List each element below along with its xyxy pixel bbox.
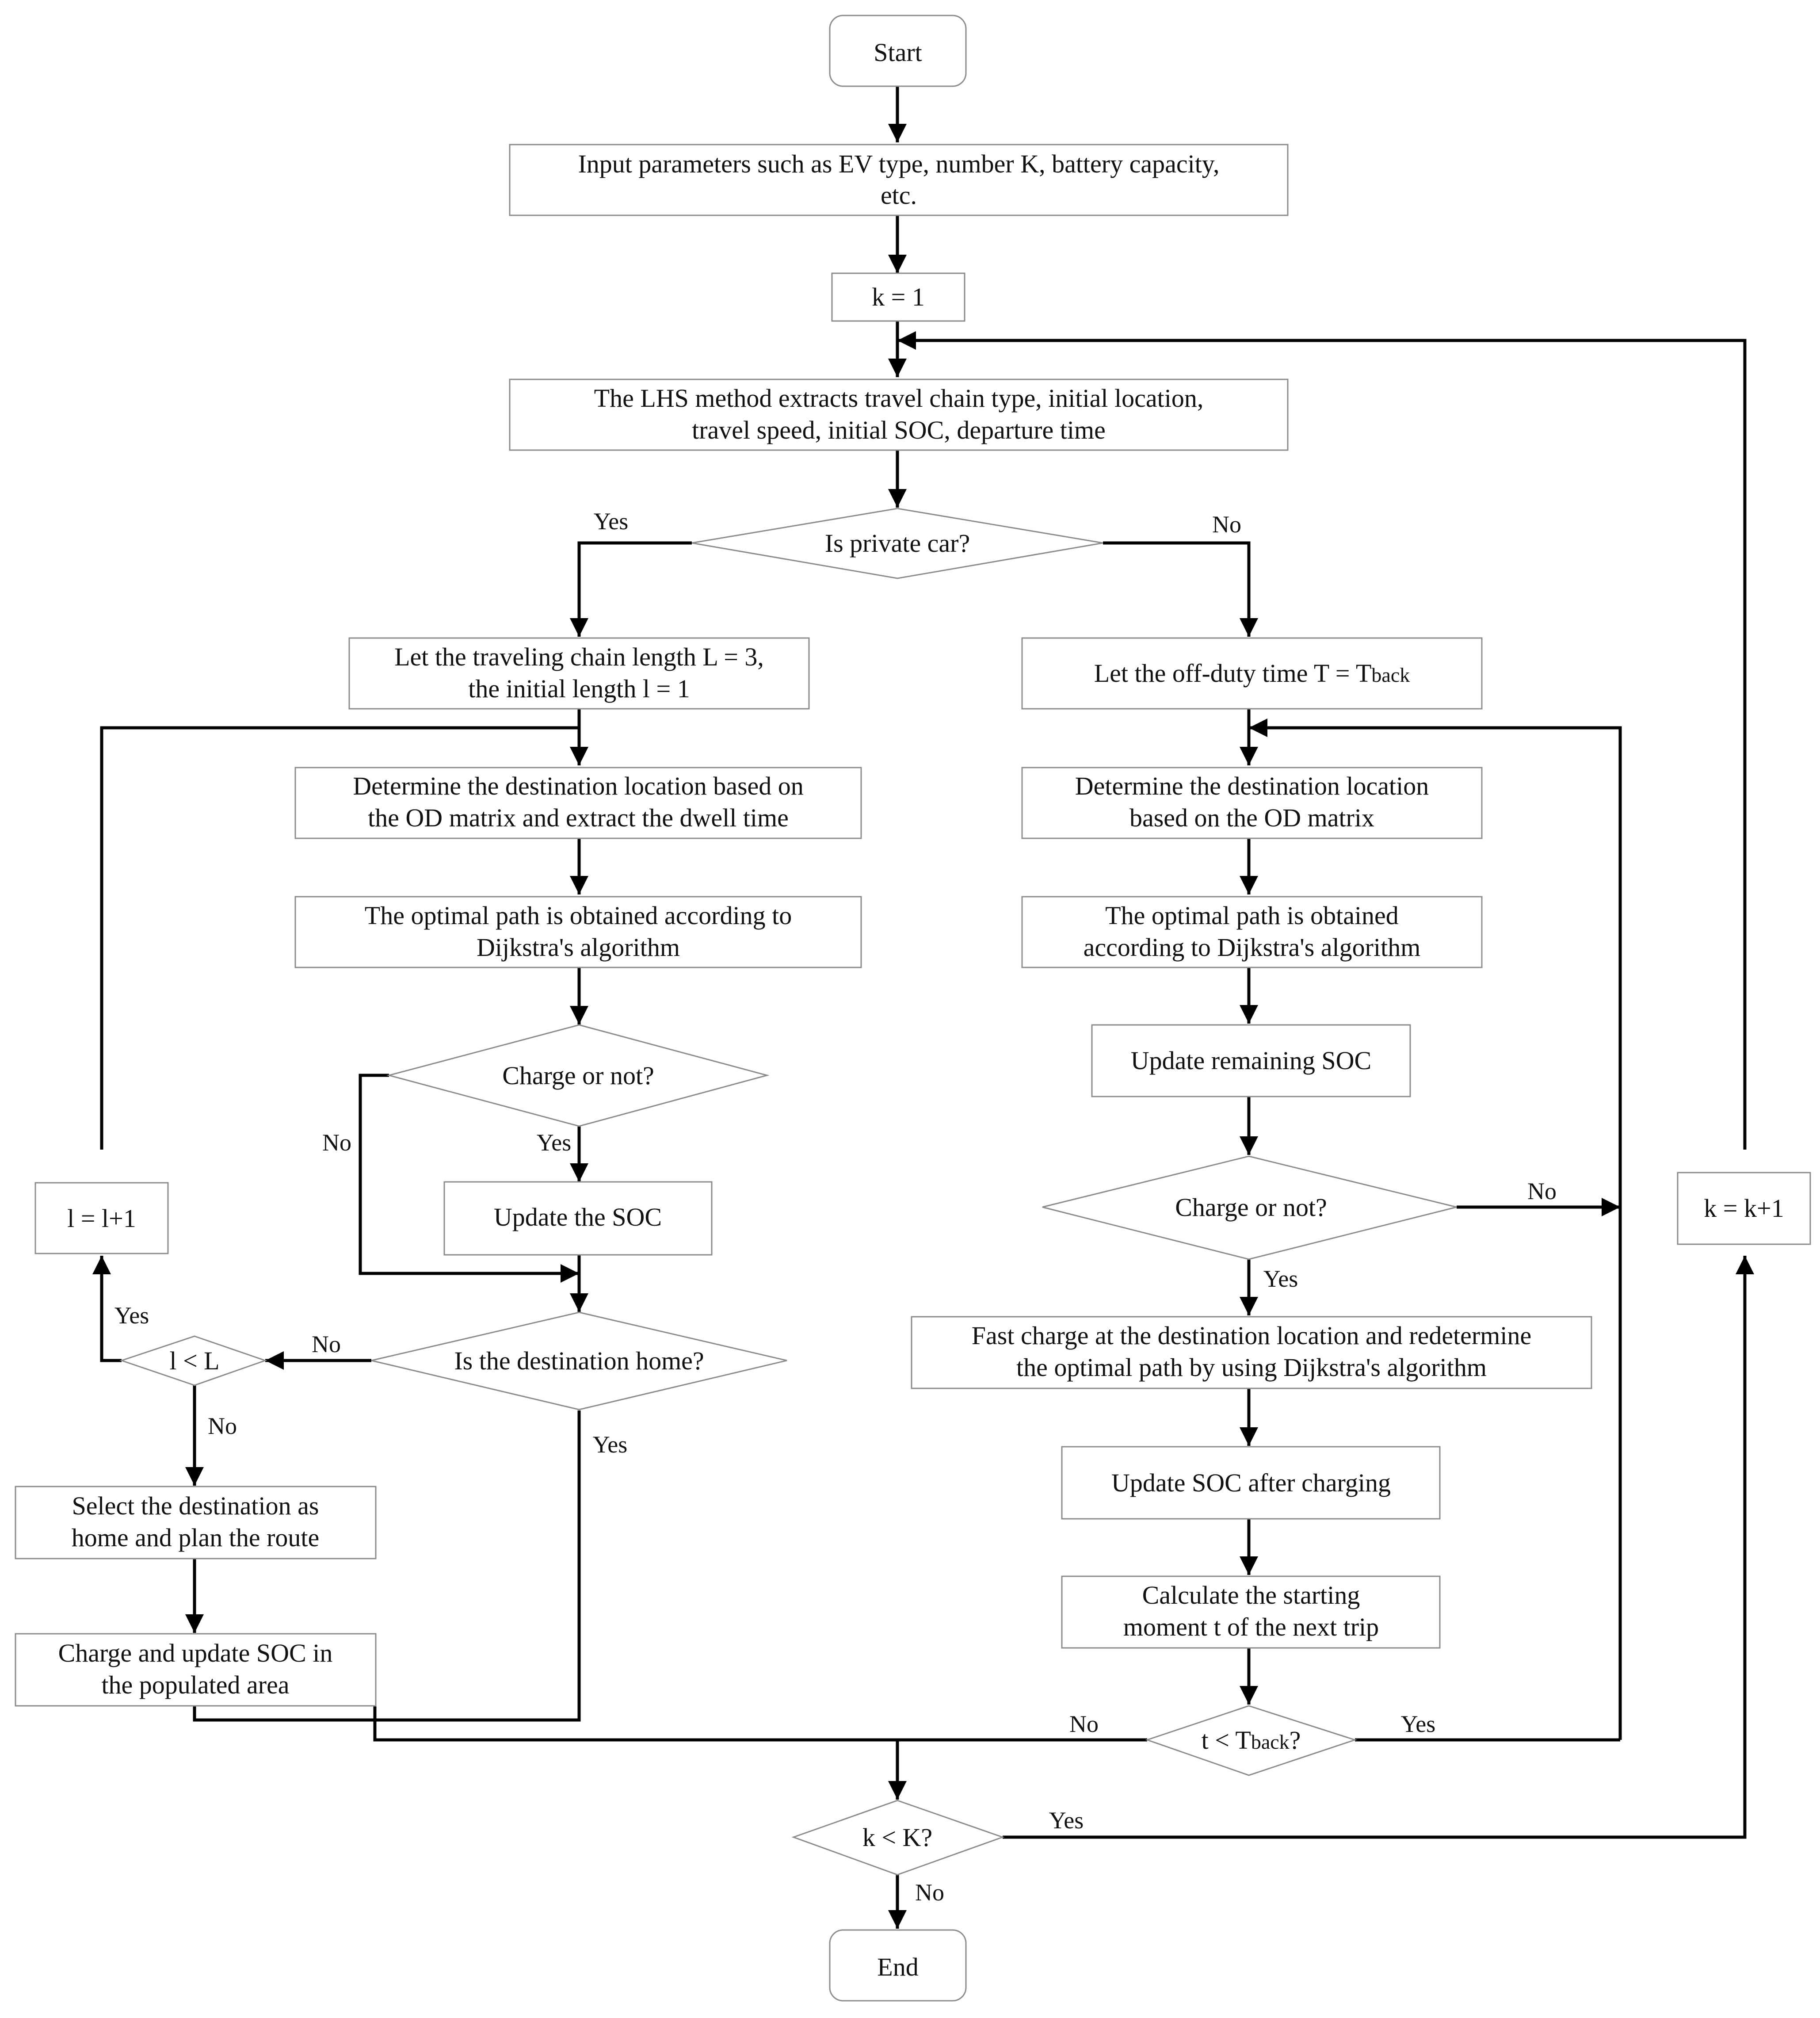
edge-right-loop-back <box>1249 719 1622 1740</box>
optimal-path-right-box: The optimal path is obtained according t… <box>1021 896 1483 968</box>
optimal-path-left-box: The optimal path is obtained according t… <box>294 896 862 968</box>
fast-charge-line-1: Fast charge at the destination location … <box>972 1321 1531 1350</box>
off-duty-time-main: Let the off-duty time T = T <box>1094 659 1372 688</box>
l-less-L-decision: l < L <box>119 1335 267 1386</box>
edge-charge-left-no <box>359 1074 579 1283</box>
charge-or-not-left-label: Charge or not? <box>502 1061 654 1090</box>
charge-or-not-right-label: Charge or not? <box>1175 1193 1327 1222</box>
label-l-yes: Yes <box>114 1302 149 1329</box>
t-less-tback-suffix: ? <box>1290 1726 1301 1754</box>
input-parameters-box: Input parameters such as EV type, number… <box>509 144 1289 216</box>
optimal-path-left-line-1: The optimal path is obtained according t… <box>365 901 792 930</box>
k-less-K-decision: k < K? <box>791 1800 1005 1876</box>
t-less-tback-decision: t < Tback? <box>1145 1705 1357 1776</box>
determine-destination-right-box: Determine the destination location based… <box>1021 767 1483 839</box>
k-increment-label: k = k+1 <box>1704 1194 1784 1223</box>
optimal-path-right-line-2: according to Dijkstra's algorithm <box>1084 933 1421 962</box>
label-charge-left-yes: Yes <box>537 1129 572 1156</box>
chain-length-line-1: Let the traveling chain length L = 3, <box>394 642 764 671</box>
t-less-tback-main: t < T <box>1202 1726 1251 1754</box>
charge-populated-line-1: Charge and update SOC in <box>58 1639 333 1667</box>
label-charge-right-no: No <box>1527 1178 1557 1204</box>
update-soc-left-box: Update the SOC <box>443 1181 713 1256</box>
edge-l-yes <box>92 1256 122 1362</box>
charge-populated-box: Charge and update SOC in the populated a… <box>15 1633 377 1707</box>
label-private-no: No <box>1212 511 1241 538</box>
determine-destination-left-line-2: the OD matrix and extract the dwell time <box>368 803 789 832</box>
edge-k-increment-loop <box>897 331 1747 1150</box>
off-duty-time-label: Let the off-duty time T = Tback <box>1094 659 1410 688</box>
label-tback-no: No <box>1069 1711 1099 1737</box>
determine-destination-left-line-1: Determine the destination location based… <box>353 772 804 800</box>
label-home-no: No <box>312 1331 341 1357</box>
is-private-car-decision: Is private car? <box>691 508 1103 579</box>
determine-destination-left-box: Determine the destination location based… <box>294 767 862 839</box>
charge-or-not-right-decision: Charge or not? <box>1042 1155 1457 1260</box>
select-home-box: Select the destination as home and plan … <box>15 1486 377 1559</box>
lhs-box: The LHS method extracts travel chain typ… <box>509 378 1289 451</box>
update-soc-after-charging-label: Update SOC after charging <box>1111 1468 1391 1497</box>
start-terminal: Start <box>829 15 967 87</box>
label-tback-yes: Yes <box>1401 1711 1436 1737</box>
label-home-yes: Yes <box>593 1431 628 1458</box>
is-private-car-label: Is private car? <box>825 529 970 558</box>
l-less-L-label: l < L <box>169 1346 219 1375</box>
label-k-yes: Yes <box>1049 1807 1084 1834</box>
t-less-tback-sub: back <box>1251 1731 1290 1753</box>
optimal-path-left-line-2: Dijkstra's algorithm <box>477 933 680 962</box>
select-home-line-2: home and plan the route <box>72 1523 320 1552</box>
chain-length-box: Let the traveling chain length L = 3, th… <box>348 637 810 710</box>
l-increment-label: l = l+1 <box>67 1204 136 1233</box>
edge-l-increment-loop <box>100 726 588 1150</box>
update-soc-left-label: Update the SOC <box>494 1203 662 1231</box>
k-init-label: k = 1 <box>872 283 925 311</box>
label-charge-right-yes: Yes <box>1263 1265 1298 1292</box>
start-label: Start <box>874 38 922 67</box>
chain-length-line-2: the initial length l = 1 <box>468 674 690 703</box>
is-destination-home-label: Is the destination home? <box>454 1346 704 1375</box>
charge-or-not-left-decision: Charge or not? <box>386 1024 770 1127</box>
edge-left-to-k-check <box>373 1706 897 1742</box>
l-increment-box: l = l+1 <box>34 1182 169 1254</box>
off-duty-time-sub: back <box>1371 664 1410 686</box>
fast-charge-line-2: the optimal path by using Dijkstra's alg… <box>1016 1353 1487 1382</box>
label-charge-left-no: No <box>322 1129 351 1156</box>
t-less-tback-label: t < Tback? <box>1202 1726 1301 1754</box>
fast-charge-box: Fast charge at the destination location … <box>911 1316 1592 1389</box>
determine-destination-right-line-2: based on the OD matrix <box>1129 803 1374 832</box>
connectors <box>92 86 1754 1929</box>
edge-labels: Yes No No Yes No Yes Yes No No Yes No Ye… <box>114 508 1557 1906</box>
input-parameters-line-1: Input parameters such as EV type, number… <box>578 149 1219 178</box>
optimal-path-right-line-1: The optimal path is obtained <box>1105 901 1399 930</box>
off-duty-time-box: Let the off-duty time T = Tback <box>1021 637 1483 710</box>
k-less-K-label: k < K? <box>862 1823 932 1852</box>
end-label: End <box>877 1953 918 1981</box>
input-parameters-line-2: etc. <box>881 181 917 210</box>
k-init-box: k = 1 <box>831 272 965 322</box>
calculate-start-moment-line-1: Calculate the starting <box>1142 1581 1360 1609</box>
label-l-no: No <box>208 1413 237 1439</box>
determine-destination-right-line-1: Determine the destination location <box>1075 772 1429 800</box>
lhs-line-2: travel speed, initial SOC, departure tim… <box>692 416 1106 444</box>
calculate-start-moment-line-2: moment t of the next trip <box>1123 1613 1379 1641</box>
select-home-line-1: Select the destination as <box>72 1491 319 1520</box>
is-destination-home-decision: Is the destination home? <box>371 1311 787 1410</box>
edge-home-yes-merge <box>193 1410 581 1722</box>
k-increment-box: k = k+1 <box>1677 1172 1811 1245</box>
label-k-no: No <box>915 1879 944 1906</box>
update-remaining-soc-box: Update remaining SOC <box>1091 1024 1411 1097</box>
calculate-start-moment-box: Calculate the starting moment t of the n… <box>1061 1575 1441 1649</box>
edge-private-no <box>1103 541 1258 637</box>
label-private-yes: Yes <box>594 508 629 535</box>
edge-k-yes <box>1003 1256 1754 1839</box>
edge-private-yes <box>570 541 692 637</box>
update-soc-after-charging-box: Update SOC after charging <box>1061 1446 1441 1520</box>
end-terminal: End <box>829 1929 967 2002</box>
lhs-line-1: The LHS method extracts travel chain typ… <box>594 384 1204 413</box>
update-remaining-soc-label: Update remaining SOC <box>1131 1046 1371 1075</box>
charge-populated-line-2: the populated area <box>101 1670 289 1699</box>
